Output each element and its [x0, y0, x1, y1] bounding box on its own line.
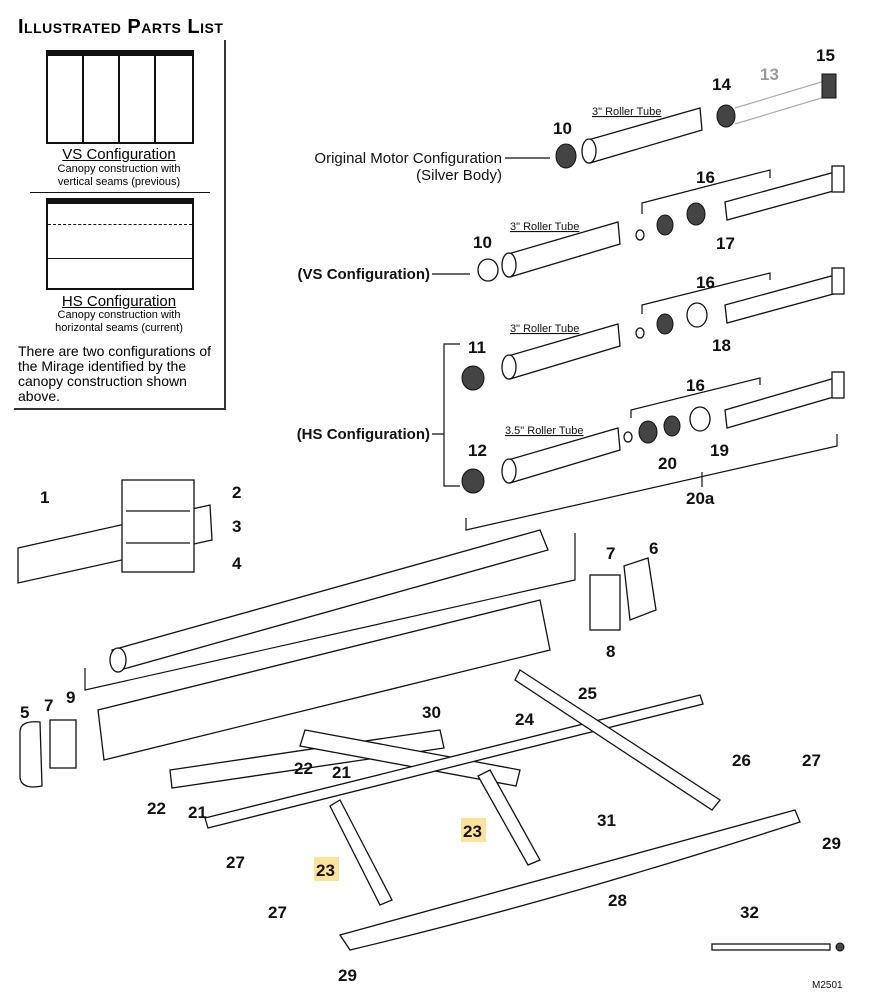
- callout-22b: 22: [147, 799, 166, 818]
- callout-23a: 23: [463, 822, 482, 841]
- callout-20: 20: [658, 454, 677, 473]
- callout-18: 18: [712, 336, 731, 355]
- hs-config-desc-1: Canopy construction with: [57, 309, 181, 321]
- motor-end-10: [555, 143, 577, 169]
- vs-config-label: (VS Configuration): [298, 266, 430, 283]
- callout-32: 32: [740, 903, 759, 922]
- callout-11: 11: [468, 338, 486, 357]
- callout-27a: 27: [802, 751, 821, 770]
- vs-config-title: VS Configuration: [62, 146, 176, 163]
- callout-10a: 10: [553, 119, 572, 138]
- hs-motor-assembly-b: [432, 343, 845, 531]
- awning-lower-assembly: [17, 479, 845, 952]
- highlight-23b: [314, 857, 339, 881]
- callout-24: 24: [515, 710, 534, 729]
- configuration-legend-box: VS Configuration Canopy construction wit…: [14, 40, 226, 410]
- callout-8: 8: [606, 642, 615, 661]
- front-bar-27: [204, 694, 704, 829]
- callout-6: 6: [649, 539, 658, 558]
- original-motor-label: Original Motor Configuration: [314, 150, 502, 167]
- vs-canopy-illustration: [46, 50, 194, 144]
- callout-12: 12: [468, 441, 487, 460]
- callout-10b: 10: [473, 233, 492, 252]
- drawing-number: M2501: [812, 980, 843, 991]
- callout-15: 15: [816, 46, 835, 65]
- vs-config-desc-1: Canopy construction with: [57, 163, 181, 175]
- divider: [30, 192, 210, 193]
- callout-22a: 22: [294, 759, 313, 778]
- vs-config-desc-2: vertical seams (previous): [57, 176, 181, 188]
- callout-28: 28: [608, 891, 627, 910]
- callout-16a: 16: [696, 168, 715, 187]
- tube-label-original: 3" Roller Tube: [592, 106, 661, 118]
- config-note: There are two configurations of the Mira…: [18, 343, 211, 404]
- callout-16b: 16: [696, 273, 715, 292]
- callout-1: 1: [40, 488, 49, 507]
- callout-19: 19: [710, 441, 729, 460]
- hs-config-desc-2: horizontal seams (current): [55, 322, 183, 334]
- callout-23b: 23: [316, 861, 335, 880]
- vs-motor-assembly: [432, 165, 845, 282]
- case: [97, 599, 551, 761]
- callout-4: 4: [232, 554, 242, 573]
- tube-label-hs-a: 3" Roller Tube: [510, 323, 579, 335]
- page-title: Illustrated Parts List: [18, 16, 224, 38]
- hs-motor-assembly-a: [461, 267, 845, 391]
- arm-24: [514, 669, 721, 811]
- hs-config-label: (HS Configuration): [297, 426, 430, 443]
- callout-7b: 7: [44, 696, 53, 715]
- callout-27b: 27: [226, 853, 245, 872]
- hs-canopy-illustration: [46, 198, 194, 290]
- callout-27c: 27: [268, 903, 287, 922]
- callout-21a: 21: [332, 763, 351, 782]
- original-motor-assembly: [505, 73, 837, 169]
- callout-21b: 21: [188, 803, 207, 822]
- callout-13: 13: [760, 65, 779, 84]
- callout-14: 14: [712, 75, 731, 94]
- tube-label-hs-b: 3.5" Roller Tube: [505, 425, 584, 437]
- callout-17: 17: [716, 234, 735, 253]
- end-cap-6: [623, 557, 657, 621]
- callout-25: 25: [578, 684, 597, 703]
- hs-config-title: HS Configuration: [61, 293, 177, 310]
- callout-5: 5: [20, 703, 29, 722]
- callout-2: 2: [232, 483, 241, 502]
- callout-3: 3: [232, 517, 241, 536]
- callout-26: 26: [732, 751, 751, 770]
- callout-29b: 29: [338, 966, 357, 985]
- highlight-23a: [461, 818, 486, 842]
- callout-30: 30: [422, 703, 441, 722]
- callout-9: 9: [66, 688, 75, 707]
- callout-16c: 16: [686, 376, 705, 395]
- end-cap-5: [19, 721, 43, 788]
- callout-20a: 20a: [686, 489, 715, 508]
- lead-rail-28: [338, 809, 801, 951]
- callout-7a: 7: [606, 544, 615, 563]
- tube-label-vs: 3" Roller Tube: [510, 221, 579, 233]
- callout-numbers: 1 2 3 4 5 6 7 7 8 9 10 10 11 12 13 14 15…: [20, 46, 841, 985]
- silver-body-label: (Silver Body): [416, 167, 502, 184]
- callout-29a: 29: [822, 834, 841, 853]
- callout-31: 31: [597, 811, 616, 830]
